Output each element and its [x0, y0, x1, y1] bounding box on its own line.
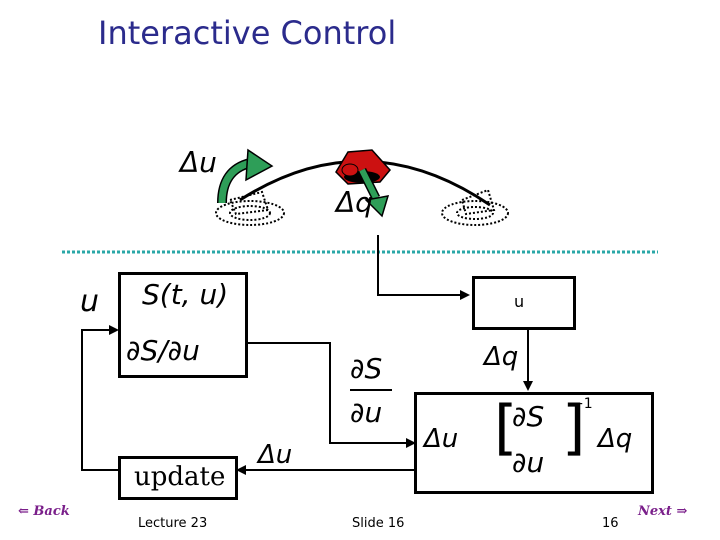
u-box: [472, 276, 576, 330]
state-derivative-label: ∂S/∂u: [126, 334, 200, 367]
delta-q-wire-label: Δq: [484, 342, 519, 372]
state-box: [118, 272, 248, 378]
left-figure: [215, 190, 285, 226]
equation-exponent: −1: [572, 396, 593, 412]
next-button[interactable]: Next ⇒: [638, 504, 688, 519]
partial-s-label: ∂S: [350, 352, 383, 385]
state-function-label: S(t, u): [142, 278, 229, 311]
right-figure: [441, 188, 509, 226]
equation-delta-q: Δq: [598, 424, 633, 454]
footer-slide: Slide 16: [352, 516, 405, 531]
update-box: [118, 456, 238, 500]
back-label: Back: [33, 504, 70, 519]
equation-left-bracket: [: [494, 393, 518, 463]
equation-delta-u: Δu: [424, 424, 459, 454]
back-button[interactable]: ⇐ Back: [18, 504, 70, 519]
equation-right-bracket: ]: [562, 393, 586, 463]
delta-u-scene-label: Δu: [180, 146, 217, 179]
equation-box: [414, 392, 654, 494]
red-hat-figure: [335, 149, 391, 185]
update-label: update: [134, 462, 226, 492]
wire-state-to-eq: [246, 342, 410, 444]
u-box-label: u: [514, 292, 525, 311]
wire-scene-to-ubox: [377, 235, 465, 296]
equation-partial-u: ∂u: [512, 446, 545, 479]
u-input-label: u: [80, 284, 100, 319]
footer-lecture: Lecture 23: [138, 516, 208, 531]
footer-page-number: 16: [602, 516, 619, 531]
slide-title: Interactive Control: [98, 14, 397, 52]
wire-feedback: [81, 329, 130, 471]
next-label: Next: [638, 504, 672, 519]
equation-partial-s: ∂S: [512, 400, 545, 433]
delta-q-scene-label: Δq: [336, 186, 373, 219]
delta-u-wire-label: Δu: [258, 440, 293, 470]
partial-u-label: ∂u: [350, 396, 383, 429]
